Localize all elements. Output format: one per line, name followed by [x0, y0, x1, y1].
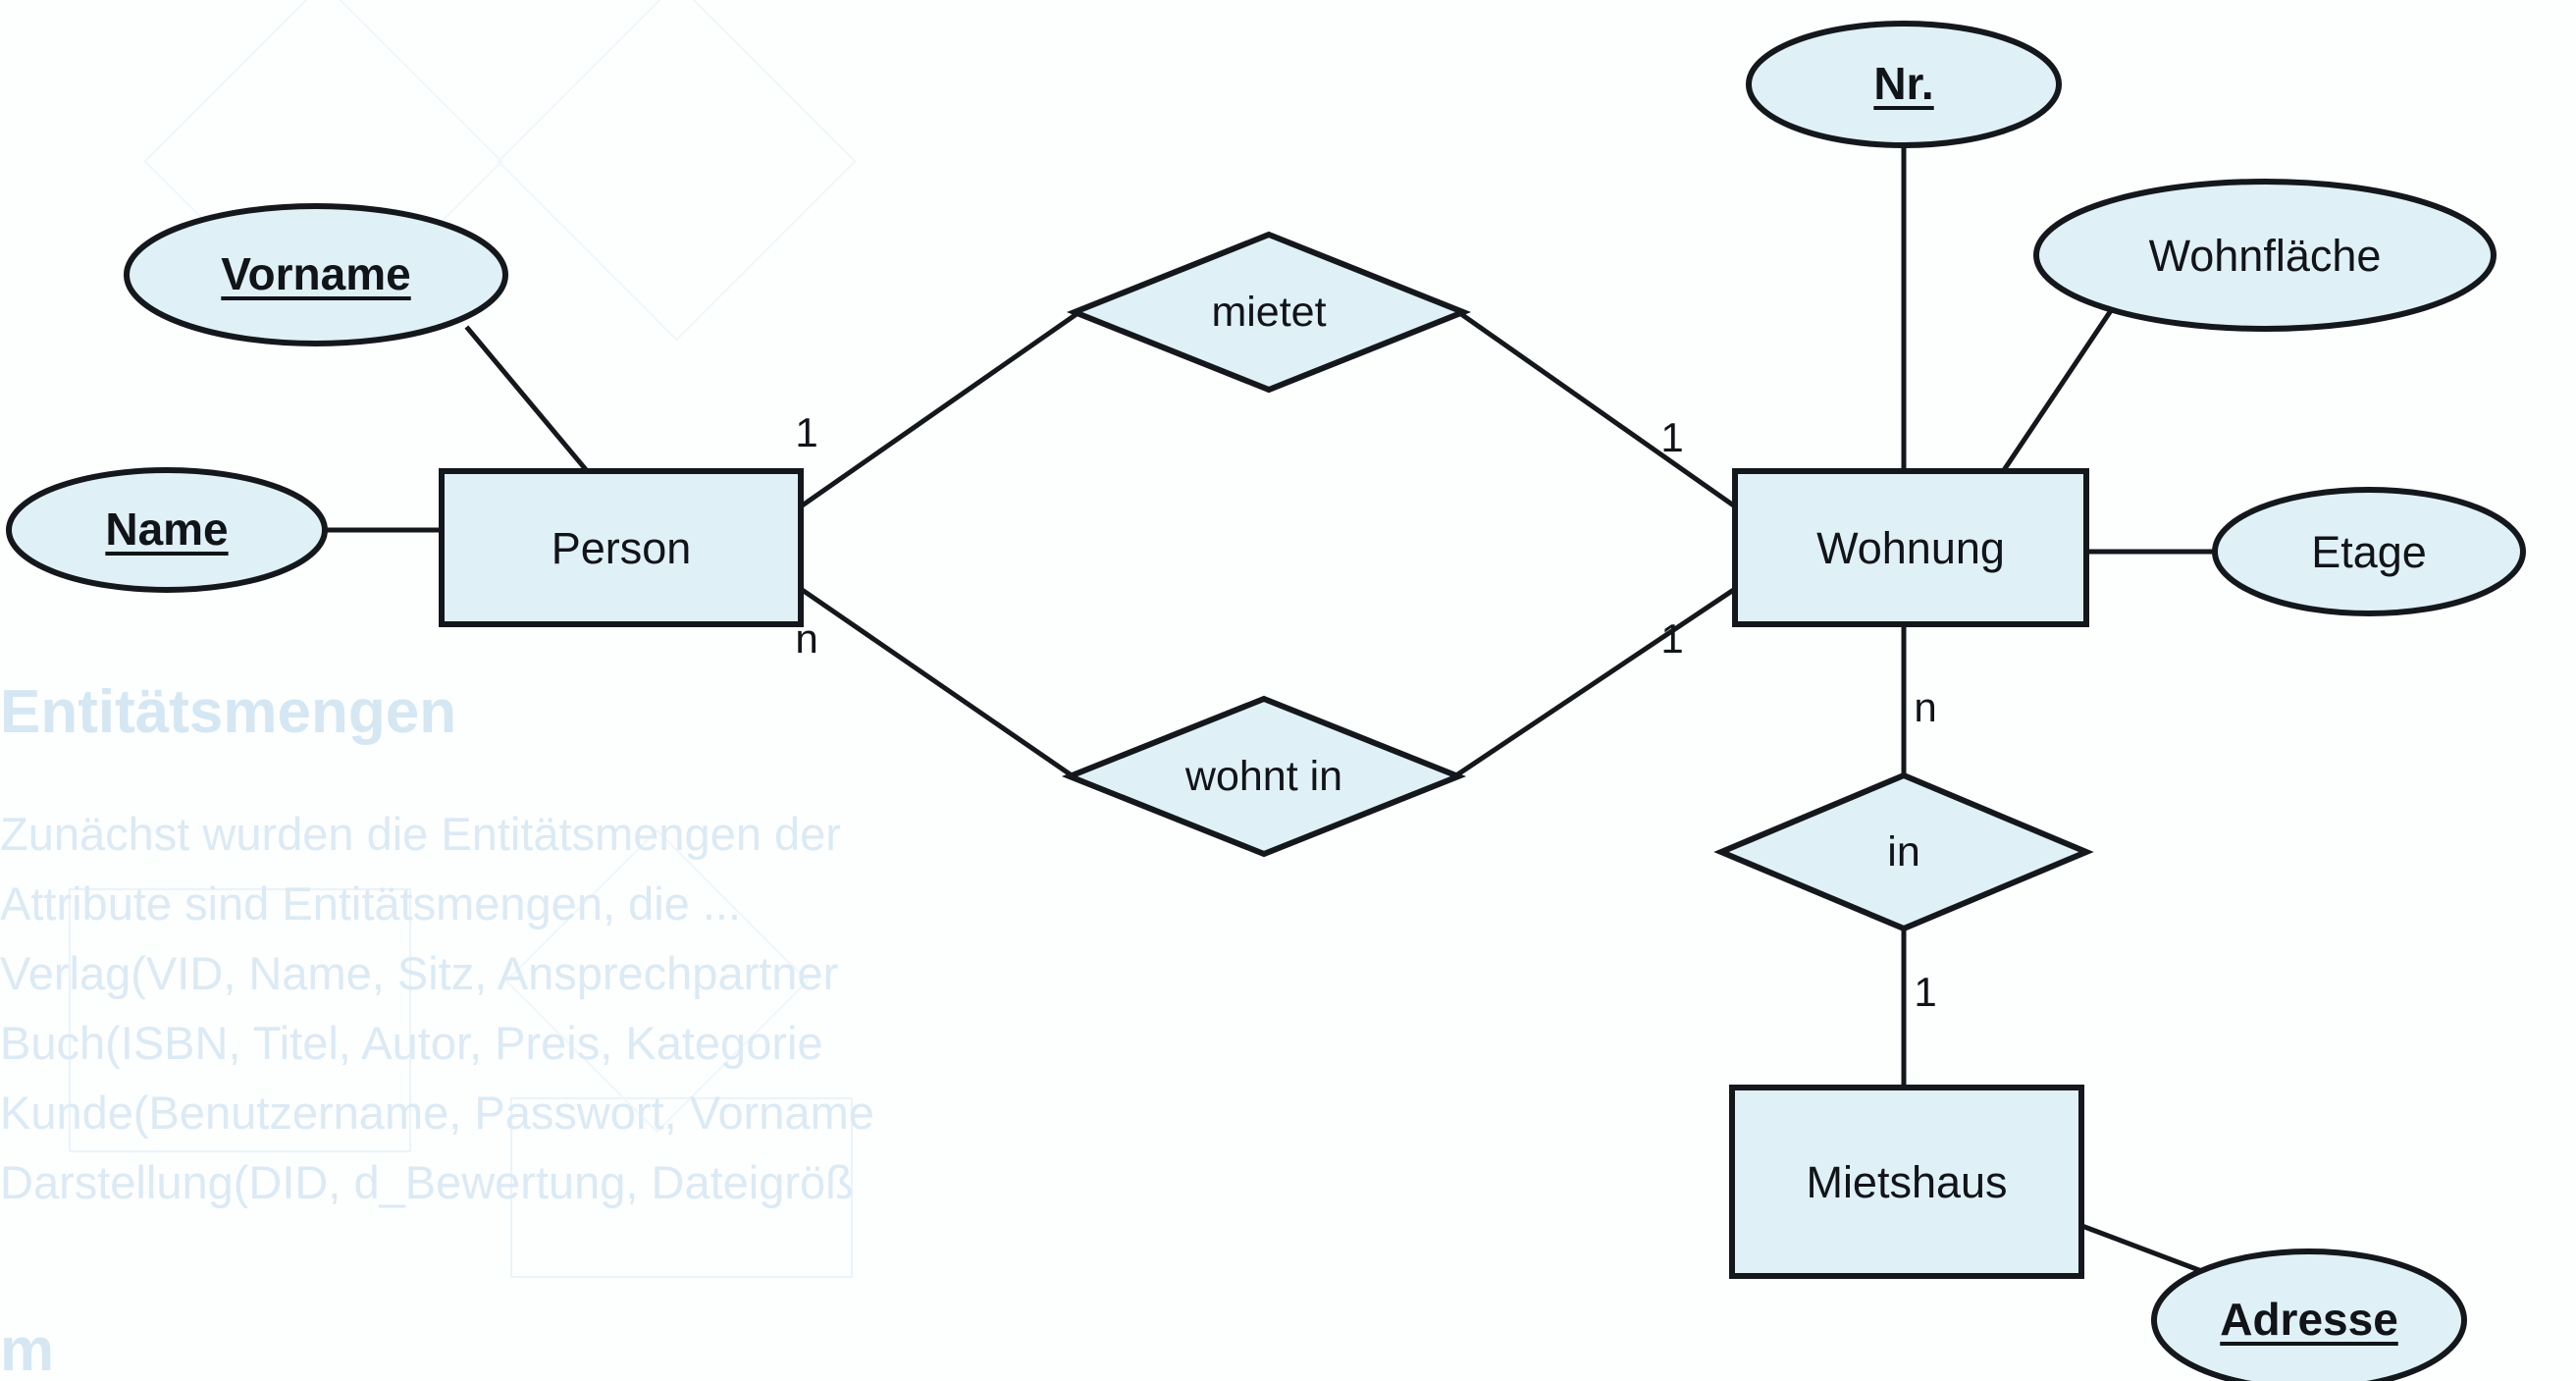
connection-lines — [322, 142, 2224, 1282]
entity-rect-mietshaus[interactable] — [1729, 1085, 2084, 1279]
hit-nr[interactable] — [1749, 24, 2059, 145]
hit-wohnflaeche[interactable] — [2036, 182, 2494, 329]
line-person-mietet — [797, 310, 1080, 510]
hit-in[interactable] — [1813, 775, 1995, 929]
line-person-wohnt-in — [797, 585, 1076, 779]
entity-rect-person[interactable] — [439, 468, 804, 627]
hit-name[interactable] — [9, 470, 325, 590]
hit-mietet[interactable] — [1172, 235, 1366, 390]
hit-person[interactable] — [442, 471, 801, 624]
attribute-ellipse-etage[interactable] — [2212, 487, 2526, 616]
line-wohnt-in-wohnung — [1452, 585, 1739, 779]
line-vorname-person — [464, 325, 593, 477]
hit-mietshaus[interactable] — [1732, 1088, 2081, 1276]
line-wohnflaeche-wohnung — [1998, 308, 2114, 477]
attribute-ellipse-nr[interactable] — [1746, 21, 2062, 148]
hit-etage[interactable] — [2215, 490, 2523, 613]
line-mietet-wohnung — [1457, 310, 1739, 510]
entity-shapes — [439, 468, 2089, 1279]
attribute-ellipse-adresse[interactable] — [2151, 1248, 2467, 1381]
attribute-shapes — [6, 21, 2526, 1381]
attribute-ellipse-vorname[interactable] — [124, 203, 508, 346]
relationship-diamond-mietet[interactable] — [1066, 231, 1472, 394]
relationship-shapes — [1061, 231, 2094, 932]
hit-adresse[interactable] — [2154, 1251, 2464, 1381]
hit-wohnt-in[interactable] — [1167, 699, 1361, 854]
relationship-diamond-wohnt-in[interactable] — [1061, 695, 1467, 858]
attribute-ellipse-name[interactable] — [6, 467, 328, 593]
relationship-diamond-in[interactable] — [1713, 771, 2094, 932]
attribute-ellipse-wohnflaeche[interactable] — [2033, 179, 2497, 332]
hit-vorname[interactable] — [127, 206, 505, 344]
line-mietshaus-adresse — [2076, 1221, 2224, 1282]
entity-rect-wohnung[interactable] — [1732, 468, 2089, 627]
hit-wohnung[interactable] — [1735, 471, 2086, 624]
